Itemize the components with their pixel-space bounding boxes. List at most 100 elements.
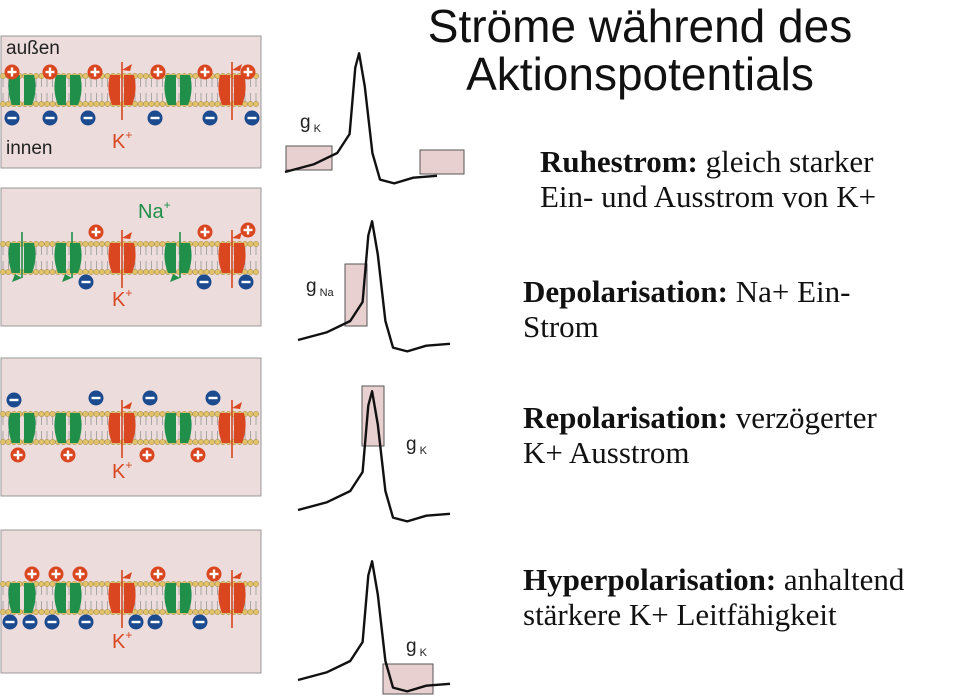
ion-minus-bar [150, 116, 160, 120]
na-channel [8, 75, 36, 105]
title-line-1: Ströme während des [427, 0, 853, 52]
lipid-head [104, 269, 111, 275]
ion-minus-bar [81, 280, 91, 284]
lipid-head [44, 411, 50, 417]
lipid-head [192, 411, 199, 417]
channel-right-half [180, 243, 192, 273]
na-channel [8, 583, 36, 613]
phase-description-hyperpolarisation: Hyperpolarisation: anhaltend stärkere K+… [523, 562, 904, 632]
channel-right-half [124, 243, 136, 273]
channel-left-half [108, 243, 120, 273]
positive-ion [88, 224, 104, 240]
positive-ion [42, 64, 58, 80]
lipid-head [253, 269, 259, 275]
lipid-head [99, 101, 105, 107]
page-title: Ströme während des Aktionspotentials [380, 2, 900, 98]
lipid-head [33, 609, 39, 615]
channel-right-half [124, 583, 136, 613]
positive-ion [72, 566, 88, 582]
k-flux-arrowhead [122, 232, 132, 239]
positive-ion [150, 566, 166, 582]
channel-left-half [54, 75, 66, 105]
lipid-head [88, 411, 94, 417]
lipid-head [88, 241, 94, 247]
lipid-head [198, 241, 204, 247]
lipid-head [93, 609, 100, 615]
negative-ion [238, 274, 254, 290]
lipid-head [49, 609, 56, 615]
channel-left-half [8, 583, 20, 613]
phase-text-2: Ein- und Ausstrom von K+ [540, 179, 877, 214]
lipid-head [38, 241, 45, 247]
channel-right-half [124, 413, 136, 443]
na-channel [54, 75, 82, 105]
lipid-head [242, 609, 248, 615]
lipid-head [148, 411, 155, 417]
lipid-head [88, 101, 94, 107]
na-channel [8, 243, 36, 273]
negative-ion [202, 110, 218, 126]
ion-minus-bar [91, 396, 101, 400]
ion-charge: + [164, 198, 171, 212]
conductance-subscript: K [420, 647, 428, 659]
negative-ion [78, 614, 94, 630]
k-channel [108, 413, 136, 443]
ion-plus-bar [156, 569, 160, 579]
negative-ion [44, 614, 60, 630]
lipid-head [44, 101, 50, 107]
lipid-head [99, 581, 105, 587]
lipid-head [198, 609, 204, 615]
lipid-head [203, 269, 210, 275]
channel-left-half [8, 75, 20, 105]
channel-left-half [54, 243, 66, 273]
lipid-head [198, 411, 204, 417]
ion-minus-bar [25, 620, 35, 624]
phase-description-depolarisation: Depolarisation: Na+ Ein- Strom [523, 274, 850, 344]
positive-ion [150, 64, 166, 80]
negative-ion [192, 614, 208, 630]
lipid-head [192, 101, 199, 107]
membrane-panel: K+ [0, 357, 262, 497]
k-channel [218, 583, 246, 613]
negative-ion [88, 390, 104, 406]
lipid-head [99, 411, 105, 417]
lipid-head [247, 581, 254, 587]
channel-right-half [24, 243, 36, 273]
lipid-head [99, 439, 105, 445]
lipid-head [5, 269, 12, 275]
lipid-head [38, 609, 45, 615]
ion-minus-bar [47, 620, 57, 624]
lipid-head [82, 241, 89, 247]
lipid-head [154, 581, 160, 587]
title-line-2: Aktionspotentials [466, 48, 814, 100]
phase-text-2: K+ Ausstrom [523, 435, 690, 470]
lipid-head [143, 439, 149, 445]
lipid-head [0, 609, 6, 615]
lipid-head [143, 411, 149, 417]
channel-left-half [108, 75, 120, 105]
lipid-head [247, 241, 254, 247]
ion-minus-bar [5, 620, 15, 624]
ion-plus-bar [196, 450, 200, 460]
lipid-head [154, 411, 160, 417]
phase-sep: : [717, 274, 728, 309]
lipid-head [253, 439, 259, 445]
na-channel [54, 413, 82, 443]
k-flux-arrowhead [232, 232, 242, 239]
channel-right-half [70, 75, 82, 105]
lipid-head [148, 609, 155, 615]
phase-text-2: stärkere K+ Leitfähigkeit [523, 597, 837, 632]
channel-left-half [218, 413, 230, 443]
phase-term: Hyperpolarisation [523, 562, 766, 597]
lipid-head [44, 269, 50, 275]
lipid-head [214, 269, 221, 275]
lipid-head [247, 411, 254, 417]
lipid-head [5, 609, 12, 615]
k-flux-arrowhead [122, 572, 132, 579]
lipid-head [209, 581, 215, 587]
lipid-head [143, 73, 149, 79]
channel-right-half [234, 75, 246, 105]
na-channel [54, 583, 82, 613]
lipid-head [93, 241, 100, 247]
